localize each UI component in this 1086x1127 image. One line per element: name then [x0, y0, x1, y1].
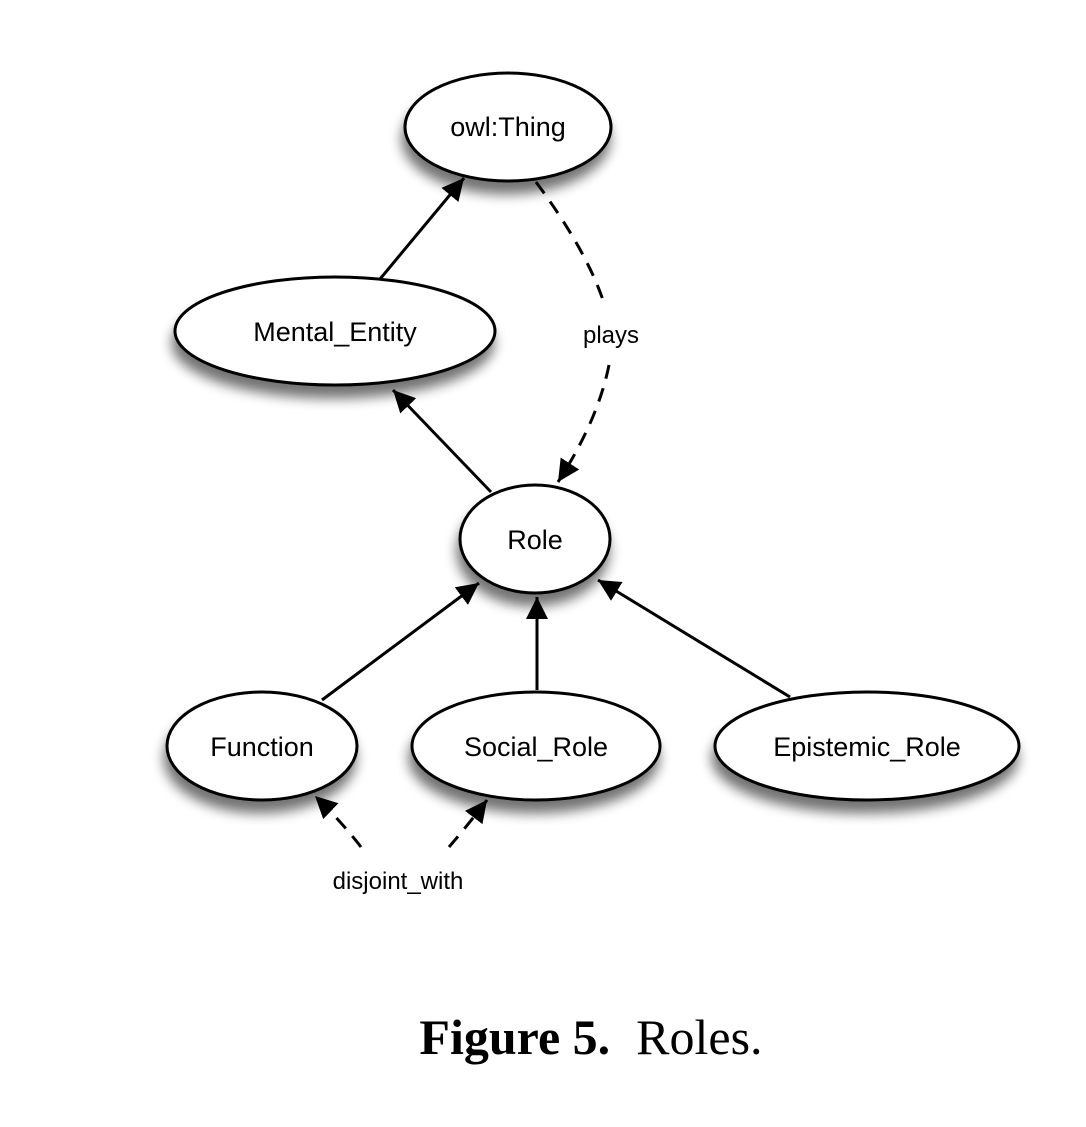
edge-mental-entity-to-owl-thing [378, 177, 466, 280]
edge-role-to-mental-entity [391, 388, 493, 494]
edge-disjoint-with-social-role [447, 799, 489, 848]
figure-caption: Figure 5. Roles. [0, 1008, 1086, 1066]
node-label-epistemic-role: Epistemic_Role [773, 732, 961, 762]
edge-plays-lower [556, 364, 611, 483]
edge-disjoint-with-function [313, 794, 363, 848]
edge-function-to-role [321, 581, 480, 702]
node-function: Function [165, 690, 359, 802]
node-mental-entity: Mental_Entity [173, 275, 497, 387]
figure-caption-text: Roles. [636, 1009, 763, 1065]
edge-plays-upper [534, 181, 605, 301]
node-label-function: Function [210, 732, 314, 762]
node-epistemic-role: Epistemic_Role [713, 690, 1021, 802]
edge-label-disjoint-with: disjoint_with [333, 868, 464, 895]
node-label-owl-thing: owl:Thing [450, 112, 566, 142]
node-label-social-role: Social_Role [464, 732, 608, 762]
edge-label-plays: plays [583, 322, 639, 349]
node-role: Role [458, 483, 612, 595]
node-social-role: Social_Role [410, 690, 662, 802]
node-label-mental-entity: Mental_Entity [253, 317, 417, 347]
edge-epistemic-role-to-role [597, 578, 791, 699]
node-label-role: Role [507, 525, 563, 555]
figure-caption-label: Figure 5. [419, 1009, 611, 1065]
node-owl-thing: owl:Thing [403, 71, 613, 183]
